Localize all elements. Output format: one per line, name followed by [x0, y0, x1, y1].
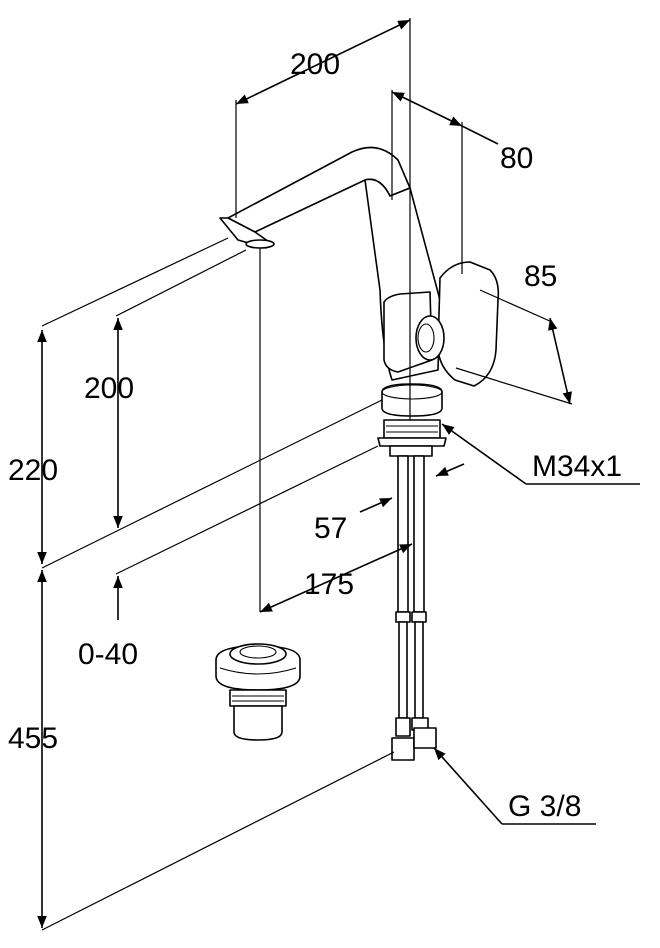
label-body-diameter: 57: [314, 512, 347, 545]
leader-thread: [441, 423, 527, 485]
extension-lines: [41, 18, 573, 931]
label-spout-reach: 200: [290, 48, 340, 81]
dimension-lines: [37, 19, 640, 928]
label-lever-size: 85: [524, 260, 557, 293]
label-spout-height: 200: [84, 372, 134, 405]
dim-line-spout-reach: [235, 19, 411, 105]
dim-line-spout-to-lever: [391, 91, 463, 127]
label-waste-adjust: 0-40: [78, 638, 138, 671]
dim-line-body-diameter: [435, 463, 465, 477]
dim-line-lever-size: [548, 317, 572, 405]
faucet-body: [219, 146, 500, 761]
dimension-labels: 200 80 85 220 200 M34x1 57 175 0-40 455 …: [8, 48, 622, 823]
leader-connection: [433, 747, 503, 825]
popup-waste: [215, 643, 301, 741]
label-thread: M34x1: [532, 450, 622, 483]
label-spout-to-lever: 80: [500, 142, 533, 175]
label-waste-distance: 175: [304, 568, 354, 601]
label-total-height: 220: [8, 454, 58, 487]
label-hose-length: 455: [8, 722, 58, 755]
label-connection: G 3/8: [508, 790, 581, 823]
dim-line-waste-distance: [259, 543, 413, 613]
